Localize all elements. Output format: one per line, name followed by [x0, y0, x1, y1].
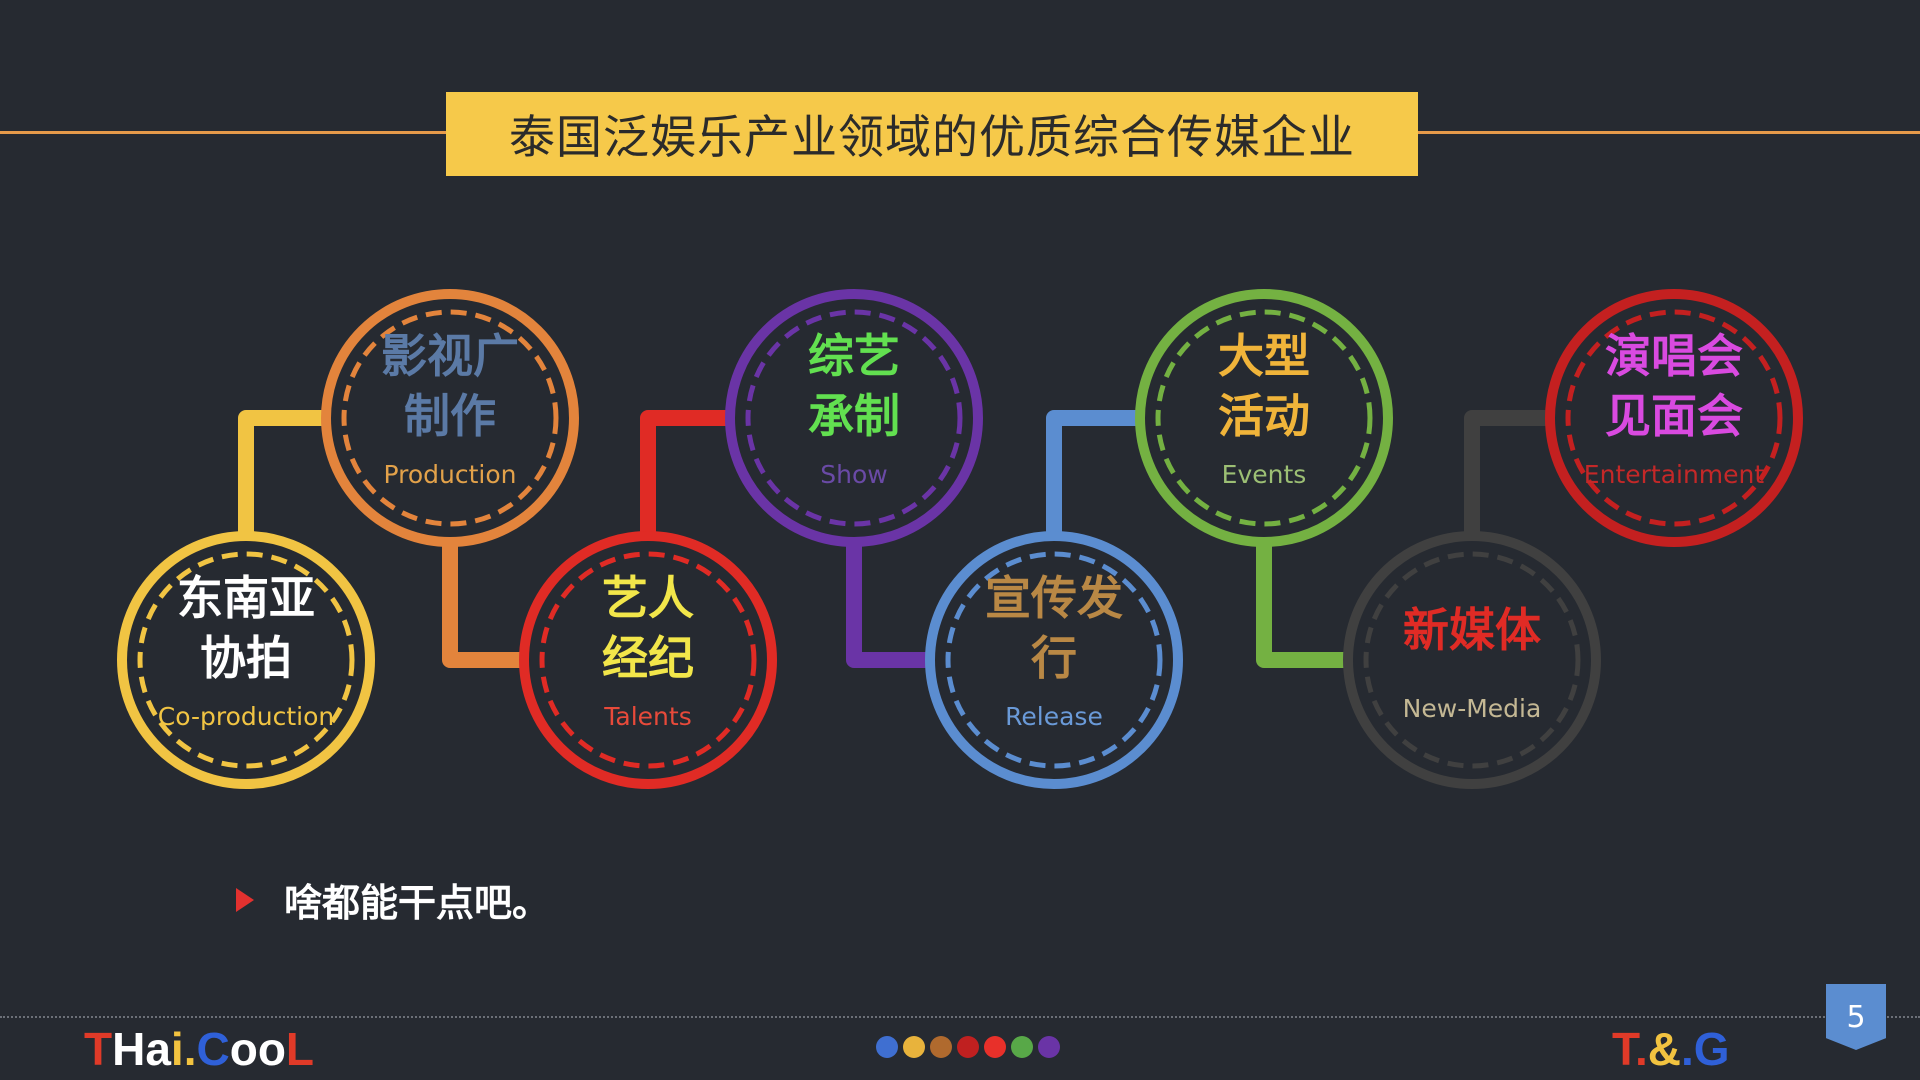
circle-outer-ring	[1135, 289, 1393, 547]
service-circle	[925, 531, 1183, 789]
circle-title-line: 承制	[808, 389, 900, 443]
title-banner: 泰国泛娱乐产业领域的优质综合传媒企业	[446, 92, 1418, 176]
circle-subtitle: Events	[1221, 460, 1307, 489]
circle-subtitle: Show	[820, 460, 888, 489]
logo-text-segment: T.	[1612, 1023, 1648, 1075]
connector-line	[640, 410, 730, 536]
circle-title-line: 见面会	[1605, 389, 1743, 443]
logo-text-segment: L	[285, 1023, 315, 1075]
circle-dashed-ring	[137, 551, 355, 769]
circle-dashed-ring	[539, 551, 757, 769]
tg-logo: T.&.G	[1612, 1022, 1730, 1076]
circle-outer-ring	[1545, 289, 1803, 547]
color-dot	[957, 1036, 979, 1058]
circle-outer-ring	[925, 531, 1183, 789]
circle-label-group: 宣传发行 Release	[934, 568, 1174, 731]
circle-title-line: 演唱会	[1605, 329, 1743, 383]
color-dots	[876, 1036, 1065, 1058]
circle-title-line: 综艺	[808, 329, 900, 383]
circle-title-line: 影视广	[381, 329, 519, 383]
page-number-badge: 5	[1826, 984, 1886, 1050]
logo-text-segment: Ha	[112, 1023, 171, 1075]
color-dot	[930, 1036, 952, 1058]
triangle-bullet-icon	[236, 887, 254, 912]
circle-outer-ring	[519, 531, 777, 789]
service-circle	[519, 531, 777, 789]
service-circle	[725, 289, 983, 547]
connector-line	[238, 410, 326, 536]
circle-subtitle: Entertainment	[1583, 460, 1765, 489]
circle-subtitle: Release	[1005, 702, 1103, 731]
bullet-text: 啥都能干点吧。	[284, 881, 551, 925]
circle-subtitle: Production	[383, 460, 517, 489]
connector-line	[1256, 542, 1348, 668]
circle-title-line: 东南亚	[177, 571, 315, 625]
circle-label-group: 影视广制作 Production	[330, 326, 570, 489]
circle-subtitle: Co-production	[157, 702, 335, 731]
connector-line	[1046, 410, 1140, 536]
logo-text-segment: C	[196, 1023, 230, 1075]
logo-text-segment: .G	[1681, 1023, 1730, 1075]
footer-divider	[0, 1016, 1920, 1018]
circle-outer-ring	[117, 531, 375, 789]
circle-dashed-ring	[1155, 309, 1373, 527]
connector-line	[1464, 410, 1550, 536]
connector-line	[442, 542, 524, 668]
circle-title-line: 活动	[1218, 389, 1310, 443]
thaicool-logo: THai.CooL	[84, 1022, 314, 1076]
circle-dashed-ring	[341, 309, 559, 527]
logo-text-segment: oo	[229, 1023, 286, 1075]
circle-subtitle: New-Media	[1402, 694, 1542, 723]
circle-title-line: 制作	[404, 389, 496, 443]
circle-title-line: 艺人	[602, 571, 694, 625]
logo-text-segment: T	[84, 1023, 113, 1075]
logo-text-segment: i.	[170, 1023, 197, 1075]
service-circle	[1343, 531, 1601, 789]
circle-label-group: 新媒体 New-Media	[1352, 600, 1592, 723]
color-dot	[903, 1036, 925, 1058]
color-dot	[1011, 1036, 1033, 1058]
circle-outer-ring	[725, 289, 983, 547]
circle-dashed-ring	[1363, 551, 1581, 769]
circle-outer-ring	[321, 289, 579, 547]
circle-title-line: 宣传发	[985, 571, 1123, 625]
circle-title-line: 协拍	[200, 631, 292, 685]
page-number: 5	[1846, 1000, 1866, 1035]
circle-dashed-ring	[745, 309, 963, 527]
circle-subtitle: Talents	[604, 702, 692, 731]
circle-title-line: 大型	[1218, 329, 1310, 383]
color-dot	[876, 1036, 898, 1058]
circle-title-line: 经纪	[602, 631, 694, 685]
circle-label-group: 艺人经纪 Talents	[528, 568, 768, 731]
circle-label-group: 综艺承制 Show	[734, 326, 974, 489]
service-circle	[1135, 289, 1393, 547]
circle-label-group: 东南亚协拍 Co-production	[126, 568, 366, 731]
service-circle	[117, 531, 375, 789]
circle-dashed-ring	[945, 551, 1163, 769]
circle-outer-ring	[1343, 531, 1601, 789]
circle-title-line: 新媒体	[1403, 603, 1541, 657]
service-circle	[321, 289, 579, 547]
circle-dashed-ring	[1565, 309, 1783, 527]
service-circle	[1545, 289, 1803, 547]
color-dot	[1038, 1036, 1060, 1058]
logo-text-segment: &	[1647, 1023, 1682, 1075]
page-title: 泰国泛娱乐产业领域的优质综合传媒企业	[509, 110, 1355, 164]
circle-label-group: 演唱会见面会 Entertainment	[1554, 326, 1794, 489]
connector-line	[846, 542, 930, 668]
circle-label-group: 大型活动 Events	[1144, 326, 1384, 489]
circle-title-line: 行	[1031, 631, 1077, 685]
color-dot	[984, 1036, 1006, 1058]
bullet-point: 啥都能干点吧。	[236, 872, 550, 927]
